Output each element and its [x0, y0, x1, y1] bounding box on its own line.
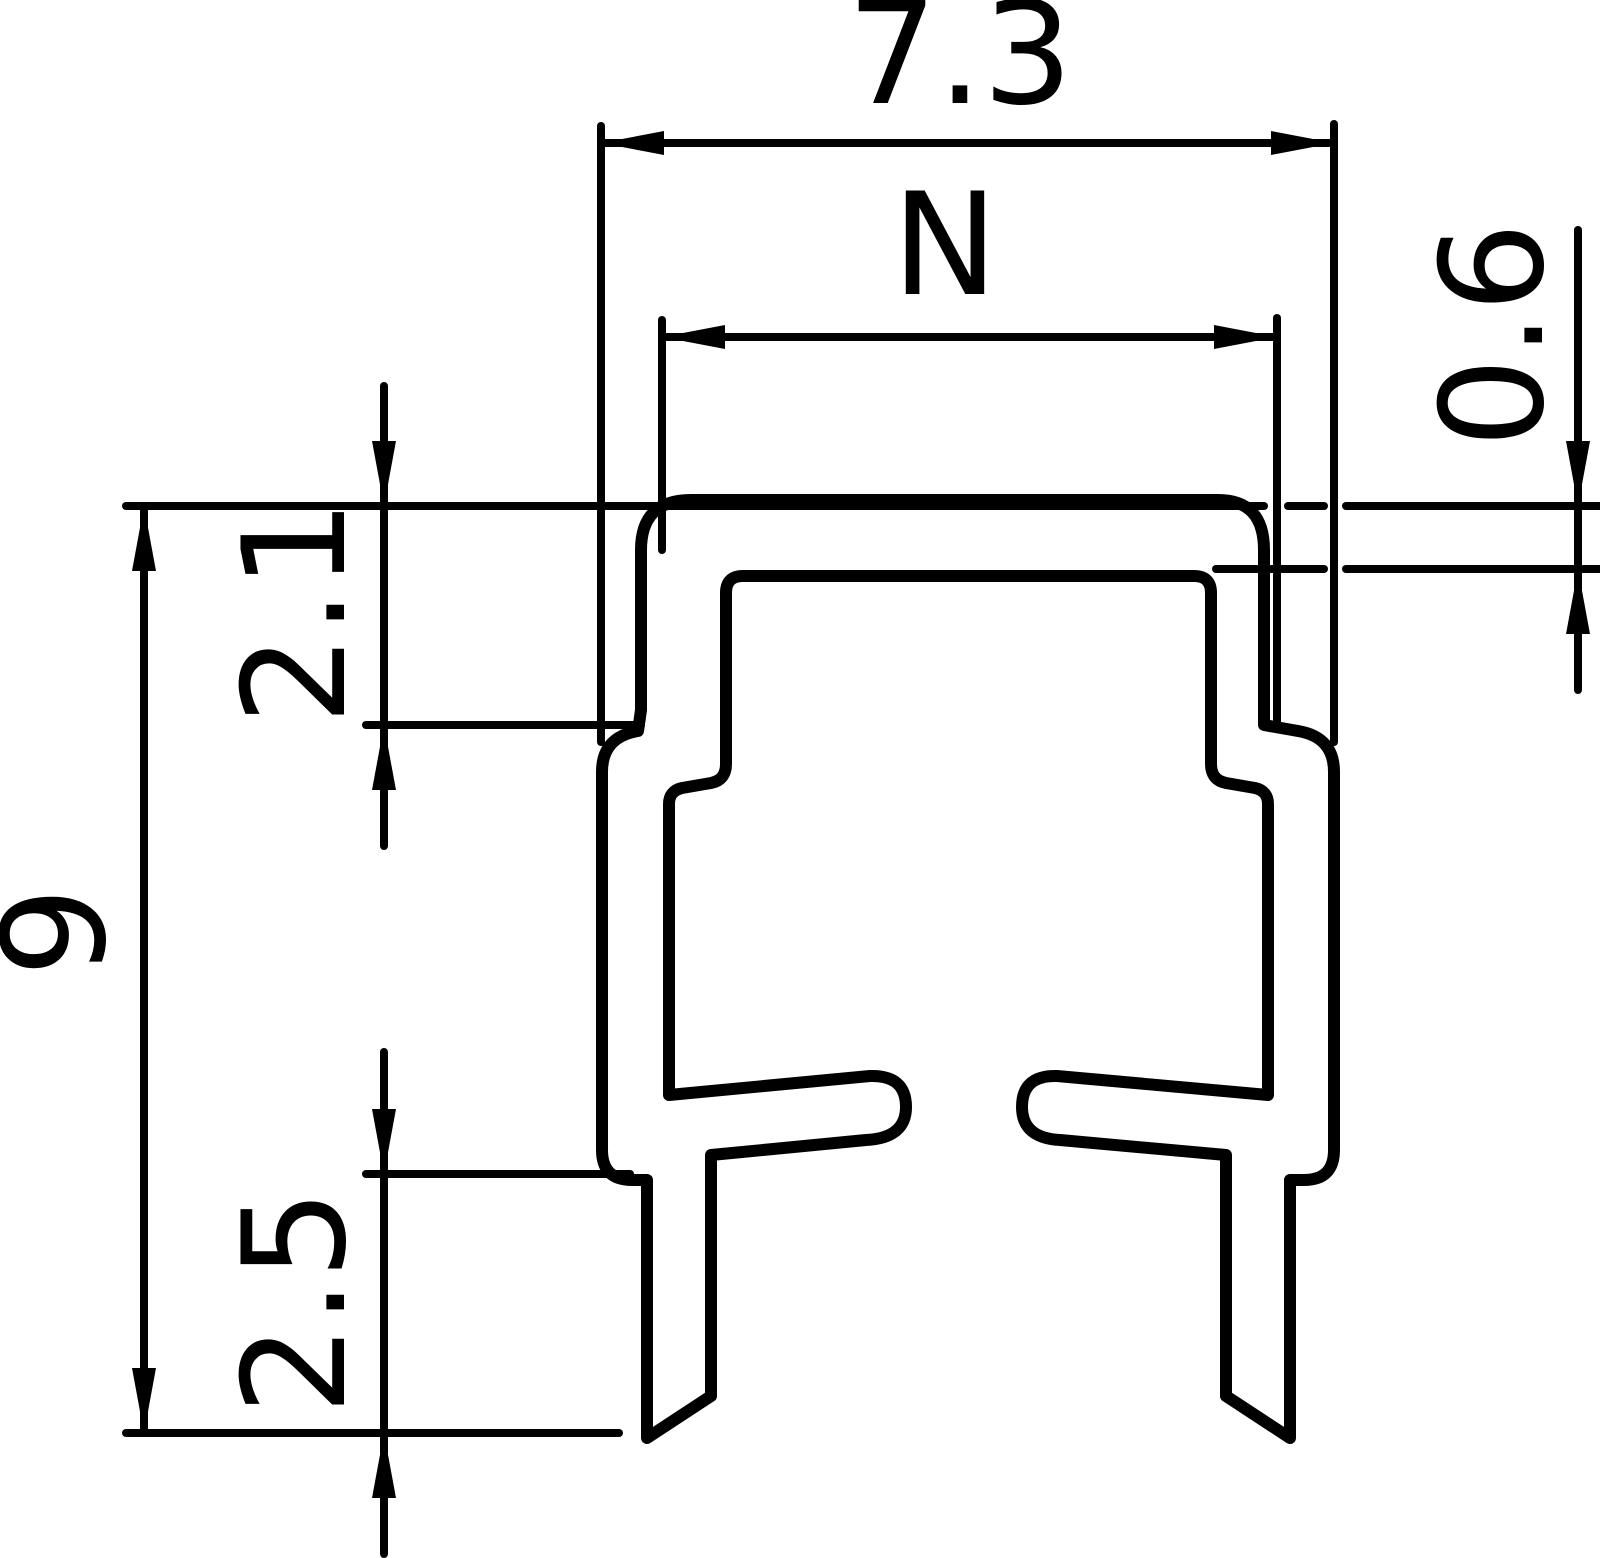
- arrowhead: [372, 1109, 396, 1174]
- arrowhead: [1271, 131, 1334, 155]
- label-total-height: 9: [0, 887, 138, 977]
- label-bottom-leg-height: 2.5: [213, 1189, 378, 1415]
- profile-outer-contour: [596, 494, 1340, 1444]
- arrowhead: [662, 325, 725, 349]
- label-overall-width: 7.3: [847, 0, 1073, 137]
- arrowhead: [132, 506, 156, 571]
- arrowhead: [1566, 441, 1590, 506]
- arrowhead: [1566, 569, 1590, 634]
- dimension-labels: 7.3 N 0.6 9 2.1 2.5: [0, 0, 1576, 1415]
- label-top-section-height: 2.1: [213, 499, 378, 725]
- arrowhead: [1214, 325, 1277, 349]
- arrowhead: [132, 1368, 156, 1433]
- arrowhead: [372, 725, 396, 790]
- arrowhead: [372, 1433, 396, 1498]
- label-wall-thickness: 0.6: [1411, 222, 1576, 448]
- profile-outline: [596, 494, 1340, 1444]
- arrowhead: [601, 131, 664, 155]
- label-inner-width: N: [892, 163, 998, 328]
- arrowhead: [372, 441, 396, 506]
- dimension-lines: [122, 120, 1600, 1558]
